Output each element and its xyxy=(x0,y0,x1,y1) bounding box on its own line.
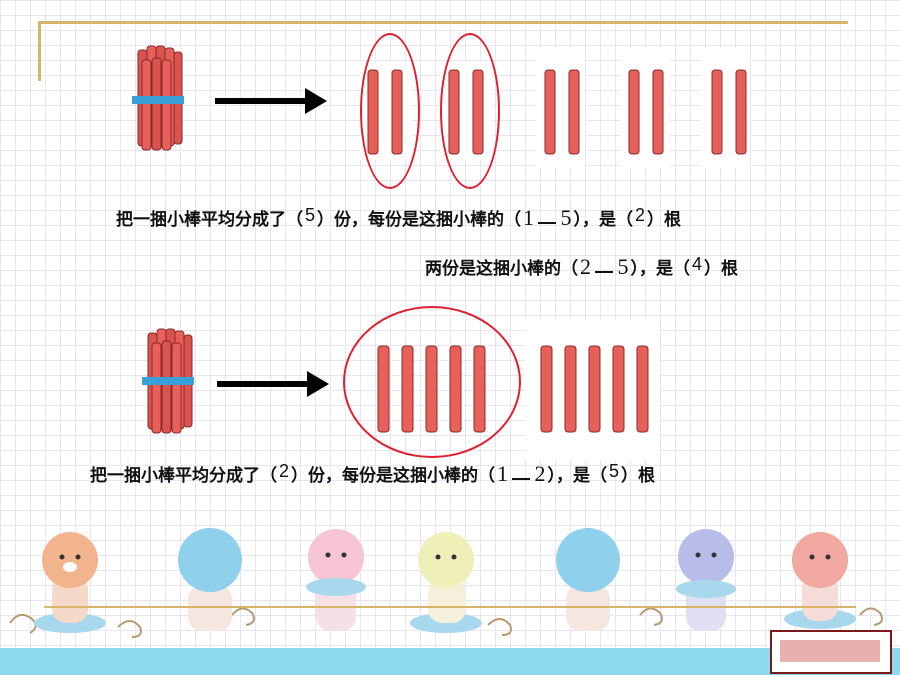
answer-value: 5 xyxy=(305,205,316,225)
fraction-two-fifths: 2 5 xyxy=(580,253,629,279)
text-part: ），是（ xyxy=(547,466,608,486)
animal-2 xyxy=(178,528,242,631)
text-part: ），是（ xyxy=(573,210,634,230)
arrow-right-icon xyxy=(217,371,329,397)
bundle-band xyxy=(142,377,194,385)
arrow-right-icon xyxy=(215,88,327,114)
animal-6 xyxy=(676,529,736,631)
bundle-band xyxy=(132,96,184,104)
frame-top-line xyxy=(38,21,848,24)
ground-line xyxy=(44,606,856,608)
section1-line2: 两份是这捆小棒的（ 2 5 ），是（ 4 ）根 xyxy=(425,254,738,279)
text-part: ）根 xyxy=(647,210,682,230)
animal-5 xyxy=(556,528,620,631)
text-part: ）根 xyxy=(621,466,656,486)
frame-left-line xyxy=(38,21,41,81)
animal-4 xyxy=(410,532,482,633)
answer-value: 2 xyxy=(635,205,646,225)
answer-value: 2 xyxy=(279,461,290,481)
text-part: ），是（ xyxy=(630,259,691,279)
animal-7 xyxy=(784,532,856,629)
fraction-numerator: 1 xyxy=(523,204,535,230)
stick-bundle-1 xyxy=(132,45,184,151)
stick-bundle-2 xyxy=(142,328,194,434)
section1-line1: 把一捆小棒平均分成了（ 5 ）份，每份是这捆小棒的（ 1 5 ），是（ 2 ）根 xyxy=(116,205,681,230)
highlight-oval-2 xyxy=(440,33,500,189)
nav-button-inner xyxy=(780,640,880,662)
animal-1 xyxy=(34,532,106,633)
fraction-one-half: 1 2 xyxy=(497,460,546,486)
swirl-decorations xyxy=(9,607,883,638)
fraction-bar xyxy=(595,271,614,273)
animal-3 xyxy=(306,529,366,631)
fraction-bar xyxy=(512,478,531,480)
fraction-bar xyxy=(538,222,557,224)
nav-button[interactable] xyxy=(770,630,892,674)
fraction-denominator: 5 xyxy=(617,253,629,279)
fraction-numerator: 1 xyxy=(497,460,509,486)
text-part: ）根 xyxy=(704,259,739,279)
text-part: 把一捆小棒平均分成了（ xyxy=(116,210,303,230)
fraction-denominator: 5 xyxy=(560,204,572,230)
text-part: ）份，每份是这捆小棒的（ xyxy=(317,210,522,230)
section2-line1: 把一捆小棒平均分成了（ 2 ）份，每份是这捆小棒的（ 1 2 ），是（ 5 ）根 xyxy=(90,461,655,486)
cartoon-animals-decoration xyxy=(9,528,883,638)
highlight-oval-3 xyxy=(343,306,521,458)
answer-value: 4 xyxy=(692,254,703,274)
answer-value: 5 xyxy=(609,461,620,481)
fraction-numerator: 2 xyxy=(580,253,591,279)
bundle-sticks xyxy=(137,45,183,151)
fraction-denominator: 2 xyxy=(534,460,546,486)
highlight-oval-1 xyxy=(360,33,420,189)
text-part: 把一捆小棒平均分成了（ xyxy=(90,466,277,486)
footer-bar xyxy=(0,648,900,675)
text-part: ）份，每份是这捆小棒的（ xyxy=(291,466,496,486)
fraction-one-fifth: 1 5 xyxy=(523,204,572,230)
text-part: 两份是这捆小棒的（ xyxy=(425,259,578,279)
